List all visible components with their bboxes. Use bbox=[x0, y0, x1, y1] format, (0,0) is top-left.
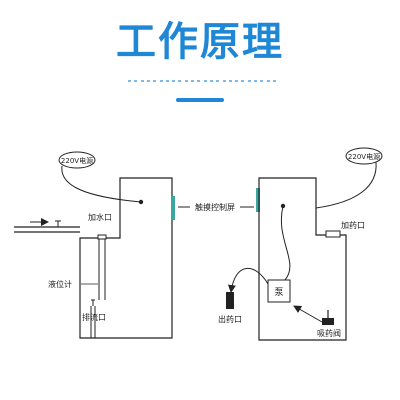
suction-valve: 吸药阀 bbox=[293, 305, 341, 338]
pump-outlet-line: 出药口 bbox=[218, 267, 269, 324]
left-touch-panel-strip bbox=[171, 196, 175, 220]
outlet-label: 出药口 bbox=[218, 314, 242, 324]
dosing-inlet-cap bbox=[325, 230, 341, 238]
title-dot bbox=[247, 80, 251, 82]
right-power-wire bbox=[315, 161, 377, 209]
title-dot bbox=[228, 80, 232, 82]
left-power-label: 220V电源 bbox=[61, 156, 93, 165]
left-power-wire bbox=[61, 165, 142, 203]
drain-label: 排流口 bbox=[82, 312, 106, 322]
title-dot bbox=[235, 80, 239, 82]
pump-body bbox=[267, 279, 291, 303]
left-inlet-pipe: 加水口 bbox=[14, 212, 112, 233]
level-gauge: 液位计 bbox=[48, 234, 107, 300]
title-dot bbox=[134, 80, 138, 82]
pump-label: 泵 bbox=[274, 287, 283, 298]
left-power-callout: 220V电源 bbox=[58, 151, 142, 203]
title-dotted-rule bbox=[128, 80, 278, 84]
title-dot bbox=[153, 80, 157, 82]
title-dot bbox=[272, 80, 276, 82]
title-dot bbox=[254, 80, 257, 82]
title-dot bbox=[178, 80, 182, 82]
title-dot bbox=[216, 80, 220, 82]
touch-panel-connector: 触摸控制屏 bbox=[171, 188, 260, 220]
title-dot bbox=[266, 80, 270, 82]
title-underline-bar bbox=[176, 98, 224, 102]
title-dot bbox=[260, 80, 264, 82]
title-dot bbox=[159, 80, 163, 82]
right-power-bubble bbox=[345, 147, 383, 165]
title-dot bbox=[128, 80, 131, 82]
right-power-label: 220V电源 bbox=[348, 152, 380, 161]
left-power-bubble bbox=[58, 151, 96, 169]
right-touch-panel-strip bbox=[256, 188, 260, 212]
drain-port: 排流口 bbox=[82, 299, 106, 338]
touch-panel-label: 触摸控制屏 bbox=[195, 202, 235, 212]
right-power-callout: 220V电源 bbox=[315, 147, 383, 209]
suction-flow-arrow bbox=[293, 305, 323, 323]
pump: 泵 bbox=[267, 203, 291, 303]
title-dot bbox=[172, 80, 176, 82]
left-inlet-label: 加水口 bbox=[88, 212, 112, 222]
right-tank: 加药口 bbox=[258, 177, 365, 341]
pump-power-wire bbox=[281, 205, 291, 281]
title-dot bbox=[222, 80, 226, 82]
title-dot bbox=[165, 80, 169, 82]
title-dot bbox=[203, 80, 207, 82]
left-tank-body bbox=[79, 177, 173, 339]
page-title: 工作原理 bbox=[116, 19, 284, 65]
suction-valve-label: 吸药阀 bbox=[317, 328, 341, 338]
title-dot bbox=[241, 80, 245, 82]
right-tank-body bbox=[258, 177, 347, 341]
title-dot bbox=[184, 80, 188, 82]
suction-valve-body bbox=[322, 318, 334, 325]
title-dot bbox=[146, 80, 150, 82]
level-gauge-label: 液位计 bbox=[48, 279, 72, 289]
dosing-inlet-label: 加药口 bbox=[341, 220, 365, 230]
title-dot bbox=[209, 80, 213, 82]
title-dot bbox=[191, 80, 194, 82]
outlet-nozzle bbox=[226, 292, 234, 309]
title-dot bbox=[197, 80, 201, 82]
title-dot bbox=[140, 80, 144, 82]
